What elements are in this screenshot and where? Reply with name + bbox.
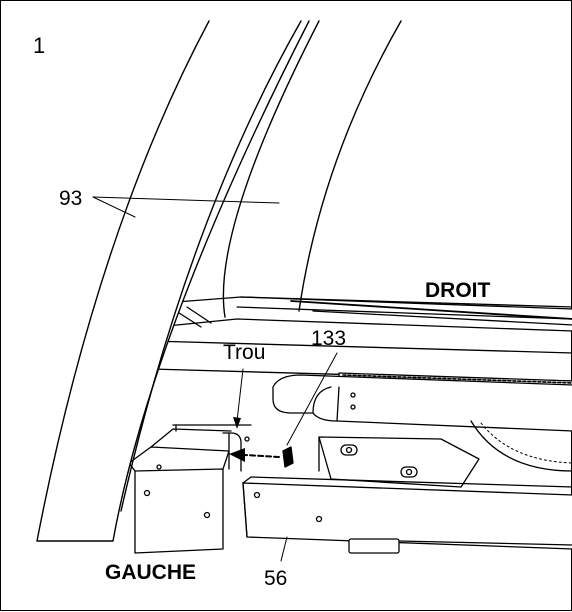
upright-plate xyxy=(318,436,480,488)
label-left-side: GAUCHE xyxy=(105,561,196,584)
step-number: 1 xyxy=(33,33,45,58)
pin-133 xyxy=(282,446,294,468)
label-hole: Trou xyxy=(223,341,265,364)
upright-93 xyxy=(36,20,402,542)
left-base-frame xyxy=(128,424,252,554)
part-label-93: 93 xyxy=(59,187,82,210)
part-label-56: 56 xyxy=(264,567,287,590)
motor-hood xyxy=(272,374,572,472)
part-label-133: 133 xyxy=(311,327,346,350)
label-right-side: DROIT xyxy=(425,279,491,302)
leader-lines xyxy=(92,196,338,562)
treadmill-deck xyxy=(150,296,572,382)
insertion-arrow xyxy=(229,448,280,462)
base-tube-56 xyxy=(242,476,572,554)
